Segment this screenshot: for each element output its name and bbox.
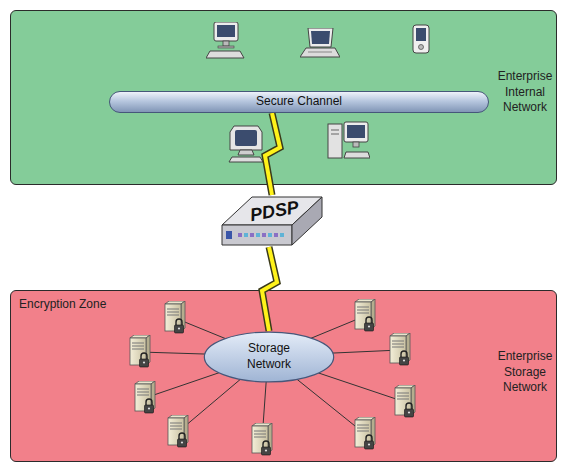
node-note: Enterprise Storage Network (494, 349, 556, 396)
bolt-outline (262, 247, 277, 331)
storage-network-hub: Storage Network (203, 331, 335, 383)
appliance-led (256, 233, 260, 237)
server-icon (130, 335, 150, 367)
workstation-icon (328, 122, 370, 158)
server-icon (390, 333, 410, 365)
node-label: Enterprise Internal Network (494, 69, 556, 116)
wire (268, 350, 400, 356)
client-computers (206, 22, 429, 162)
appliance-led (268, 233, 272, 237)
label-holder: Enterprise Storage Network (494, 349, 556, 396)
label-holder: Encryption Zone (19, 297, 106, 313)
encryption-zone: Encryption ZoneEnterprise Storage Networ… (10, 290, 557, 462)
laptop-icon (300, 28, 340, 57)
wire (145, 356, 268, 398)
node-label: Encryption Zone (19, 297, 106, 313)
wire (268, 316, 365, 356)
server-icon (355, 299, 375, 331)
appliance-led (280, 233, 284, 237)
wire (140, 352, 268, 356)
appliance-led (262, 233, 266, 237)
node-label: Secure Channel (256, 94, 342, 110)
encrypted-servers (130, 299, 415, 455)
network-zone: Enterprise Internal NetworkSecure Channe… (10, 10, 557, 185)
pdsp-appliance: PDSP (220, 195, 324, 247)
server-icon (252, 423, 272, 455)
appliance-front (222, 225, 292, 245)
bolt-outline (265, 113, 280, 195)
label-holder: Enterprise Internal Network (494, 69, 556, 116)
appliance-led (244, 233, 248, 237)
monitor-icon (229, 126, 263, 162)
wire (175, 318, 268, 356)
wire (268, 356, 365, 434)
appliance-port (226, 231, 232, 239)
secure-channel-pipe: Secure Channel (109, 91, 489, 113)
desktop-icon (206, 22, 244, 58)
bolt-core (265, 113, 280, 195)
appliance-led (238, 233, 242, 237)
lightning-connector (262, 247, 277, 331)
wire (268, 356, 405, 402)
hub-ellipse (204, 332, 333, 382)
bolt-core (262, 247, 277, 331)
node-label: Storage Network (233, 341, 305, 372)
server-icon (135, 381, 155, 413)
appliance-led (274, 233, 278, 237)
server-icon (395, 385, 415, 417)
lightning-connector (265, 113, 280, 195)
server-icon (168, 415, 188, 447)
pda-icon (413, 25, 429, 53)
wire (178, 356, 268, 432)
server-icon (165, 301, 185, 333)
connectors (262, 113, 280, 331)
appliance-led (250, 233, 254, 237)
server-icon (355, 417, 375, 449)
